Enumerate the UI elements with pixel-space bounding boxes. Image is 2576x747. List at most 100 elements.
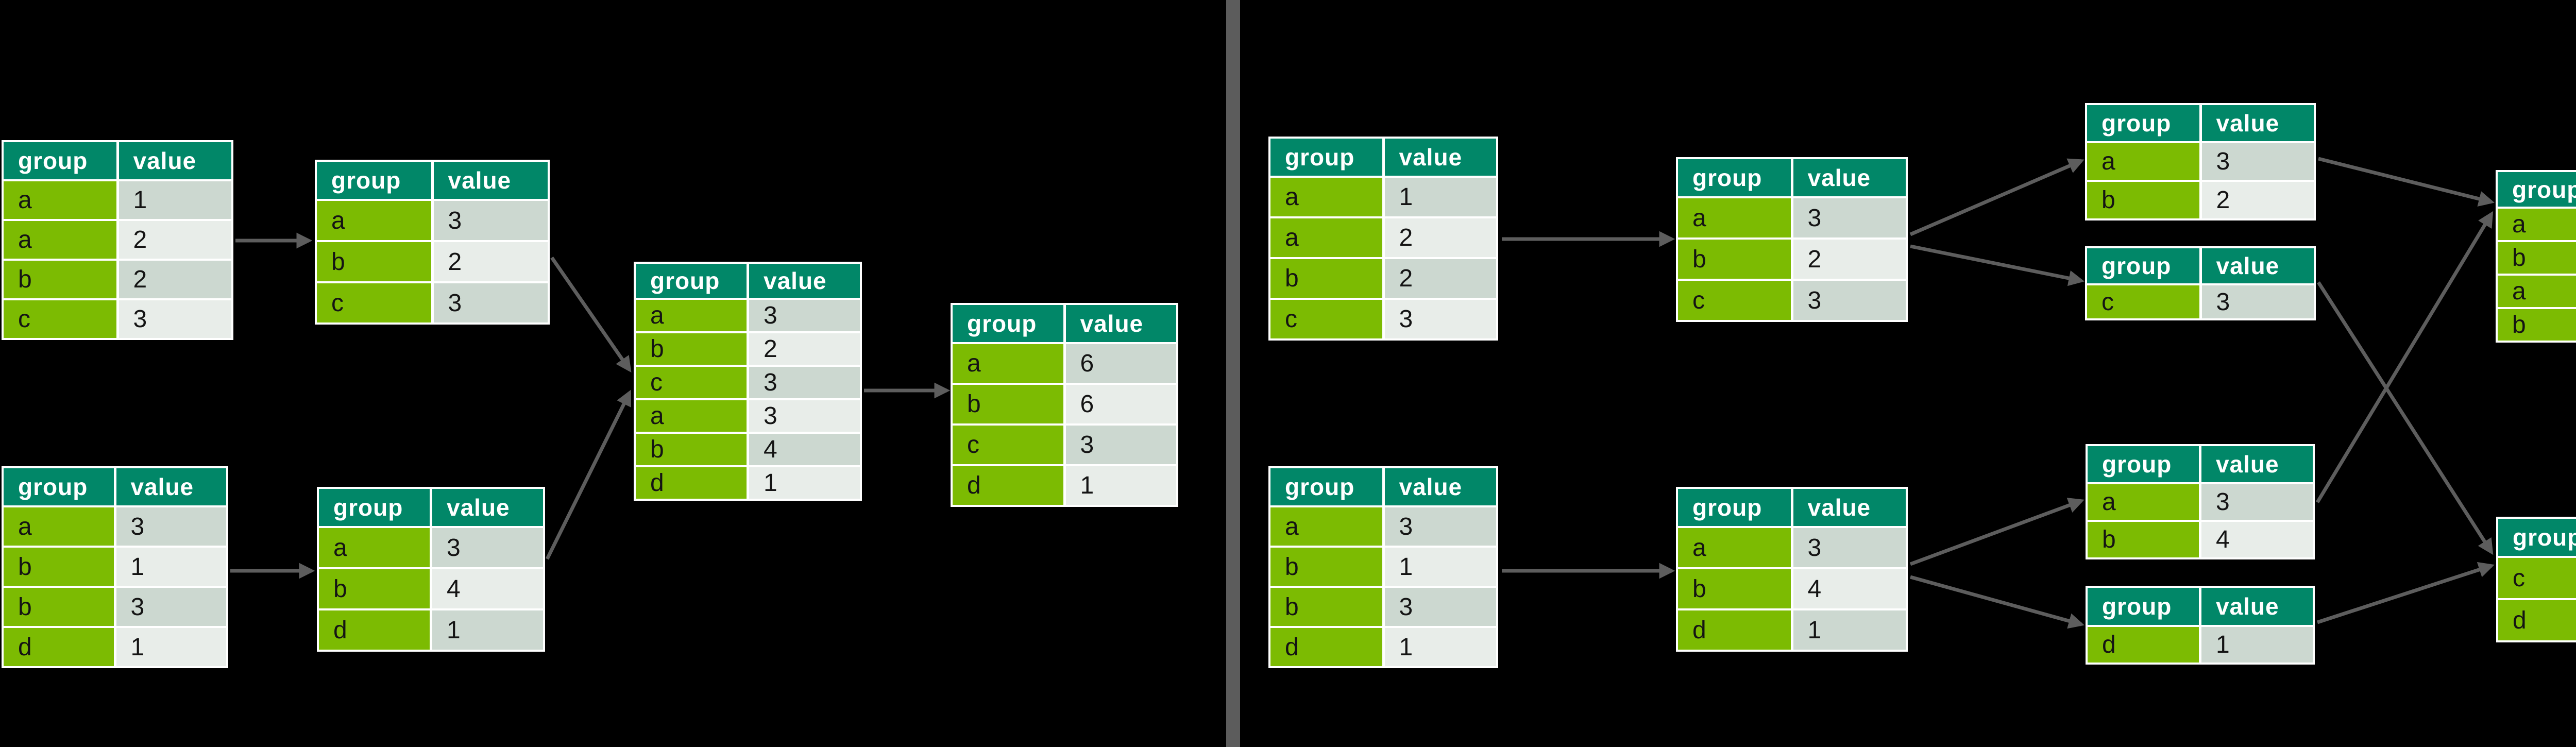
group-cell: c <box>1678 281 1791 320</box>
value-cell: 3 <box>2201 285 2314 318</box>
value-cell: 3 <box>1384 588 1496 626</box>
value-cell: 1 <box>118 181 231 219</box>
group-cell: b <box>1678 569 1791 608</box>
value-cell: 1 <box>749 467 860 499</box>
flow-arrow <box>2317 281 2494 555</box>
column-header-value: value <box>1065 305 1176 342</box>
group-cell: d <box>953 466 1063 505</box>
value-cell: 2 <box>1793 240 1906 279</box>
group-cell: b <box>2087 182 2199 218</box>
column-header-group: group <box>1270 468 1382 505</box>
value-cell: 3 <box>1065 426 1176 464</box>
column-header-group: group <box>636 264 747 298</box>
group-cell: b <box>636 434 747 465</box>
column-header-value: value <box>1793 489 1906 526</box>
value-cell: 3 <box>432 528 543 567</box>
group-cell: a <box>636 300 747 331</box>
value-cell: 2 <box>2201 182 2314 218</box>
group-cell: b <box>1270 588 1382 626</box>
value-cell: 1 <box>116 628 226 666</box>
group-cell: b <box>4 548 114 586</box>
group-cell: a <box>2498 209 2576 240</box>
group-cell: b <box>2498 309 2576 341</box>
column-header-value: value <box>2201 446 2313 482</box>
value-cell: 2 <box>1384 259 1496 298</box>
value-cell: 1 <box>432 610 543 650</box>
column-header-value: value <box>749 264 860 298</box>
panel-divider <box>1226 0 1240 747</box>
column-header-value: value <box>1793 159 1906 196</box>
column-header-group: group <box>317 162 431 199</box>
flow-arrow <box>2316 562 2495 624</box>
value-cell: 1 <box>1384 628 1496 666</box>
data-table-right-combined-bottom: groupvaluec3d1 <box>2496 517 2576 642</box>
column-header-value: value <box>433 162 548 199</box>
group-cell: a <box>636 400 747 432</box>
column-header-value: value <box>2201 588 2313 625</box>
value-cell: 4 <box>1793 569 1906 608</box>
value-cell: 3 <box>116 507 226 546</box>
group-cell: a <box>1270 507 1382 546</box>
column-header-group: group <box>1678 489 1791 526</box>
value-cell: 2 <box>118 221 231 259</box>
column-header-value: value <box>432 489 543 526</box>
value-cell: 3 <box>1384 507 1496 546</box>
column-header-value: value <box>118 142 231 179</box>
value-cell: 6 <box>1065 344 1176 383</box>
value-cell: 1 <box>2201 627 2313 663</box>
column-header-group: group <box>2088 588 2199 625</box>
column-header-group: group <box>1270 139 1382 176</box>
table-row: a3 <box>2498 276 2576 307</box>
column-header-group: group <box>2088 446 2199 482</box>
value-cell: 1 <box>1384 178 1496 216</box>
table-row: a3 <box>2498 209 2576 240</box>
group-cell: b <box>1678 240 1791 279</box>
group-cell: b <box>1270 259 1382 298</box>
group-cell: d <box>1678 610 1791 650</box>
table-row: c3 <box>2498 558 2576 598</box>
value-cell: 3 <box>433 201 548 240</box>
value-cell: 6 <box>1065 385 1176 423</box>
column-header-value: value <box>1384 139 1496 176</box>
group-cell: a <box>1678 528 1791 567</box>
group-cell: b <box>953 385 1063 423</box>
group-cell: c <box>2498 558 2576 598</box>
flow-arrow <box>1910 575 2084 629</box>
group-cell: b <box>317 242 431 281</box>
value-cell: 4 <box>749 434 860 465</box>
